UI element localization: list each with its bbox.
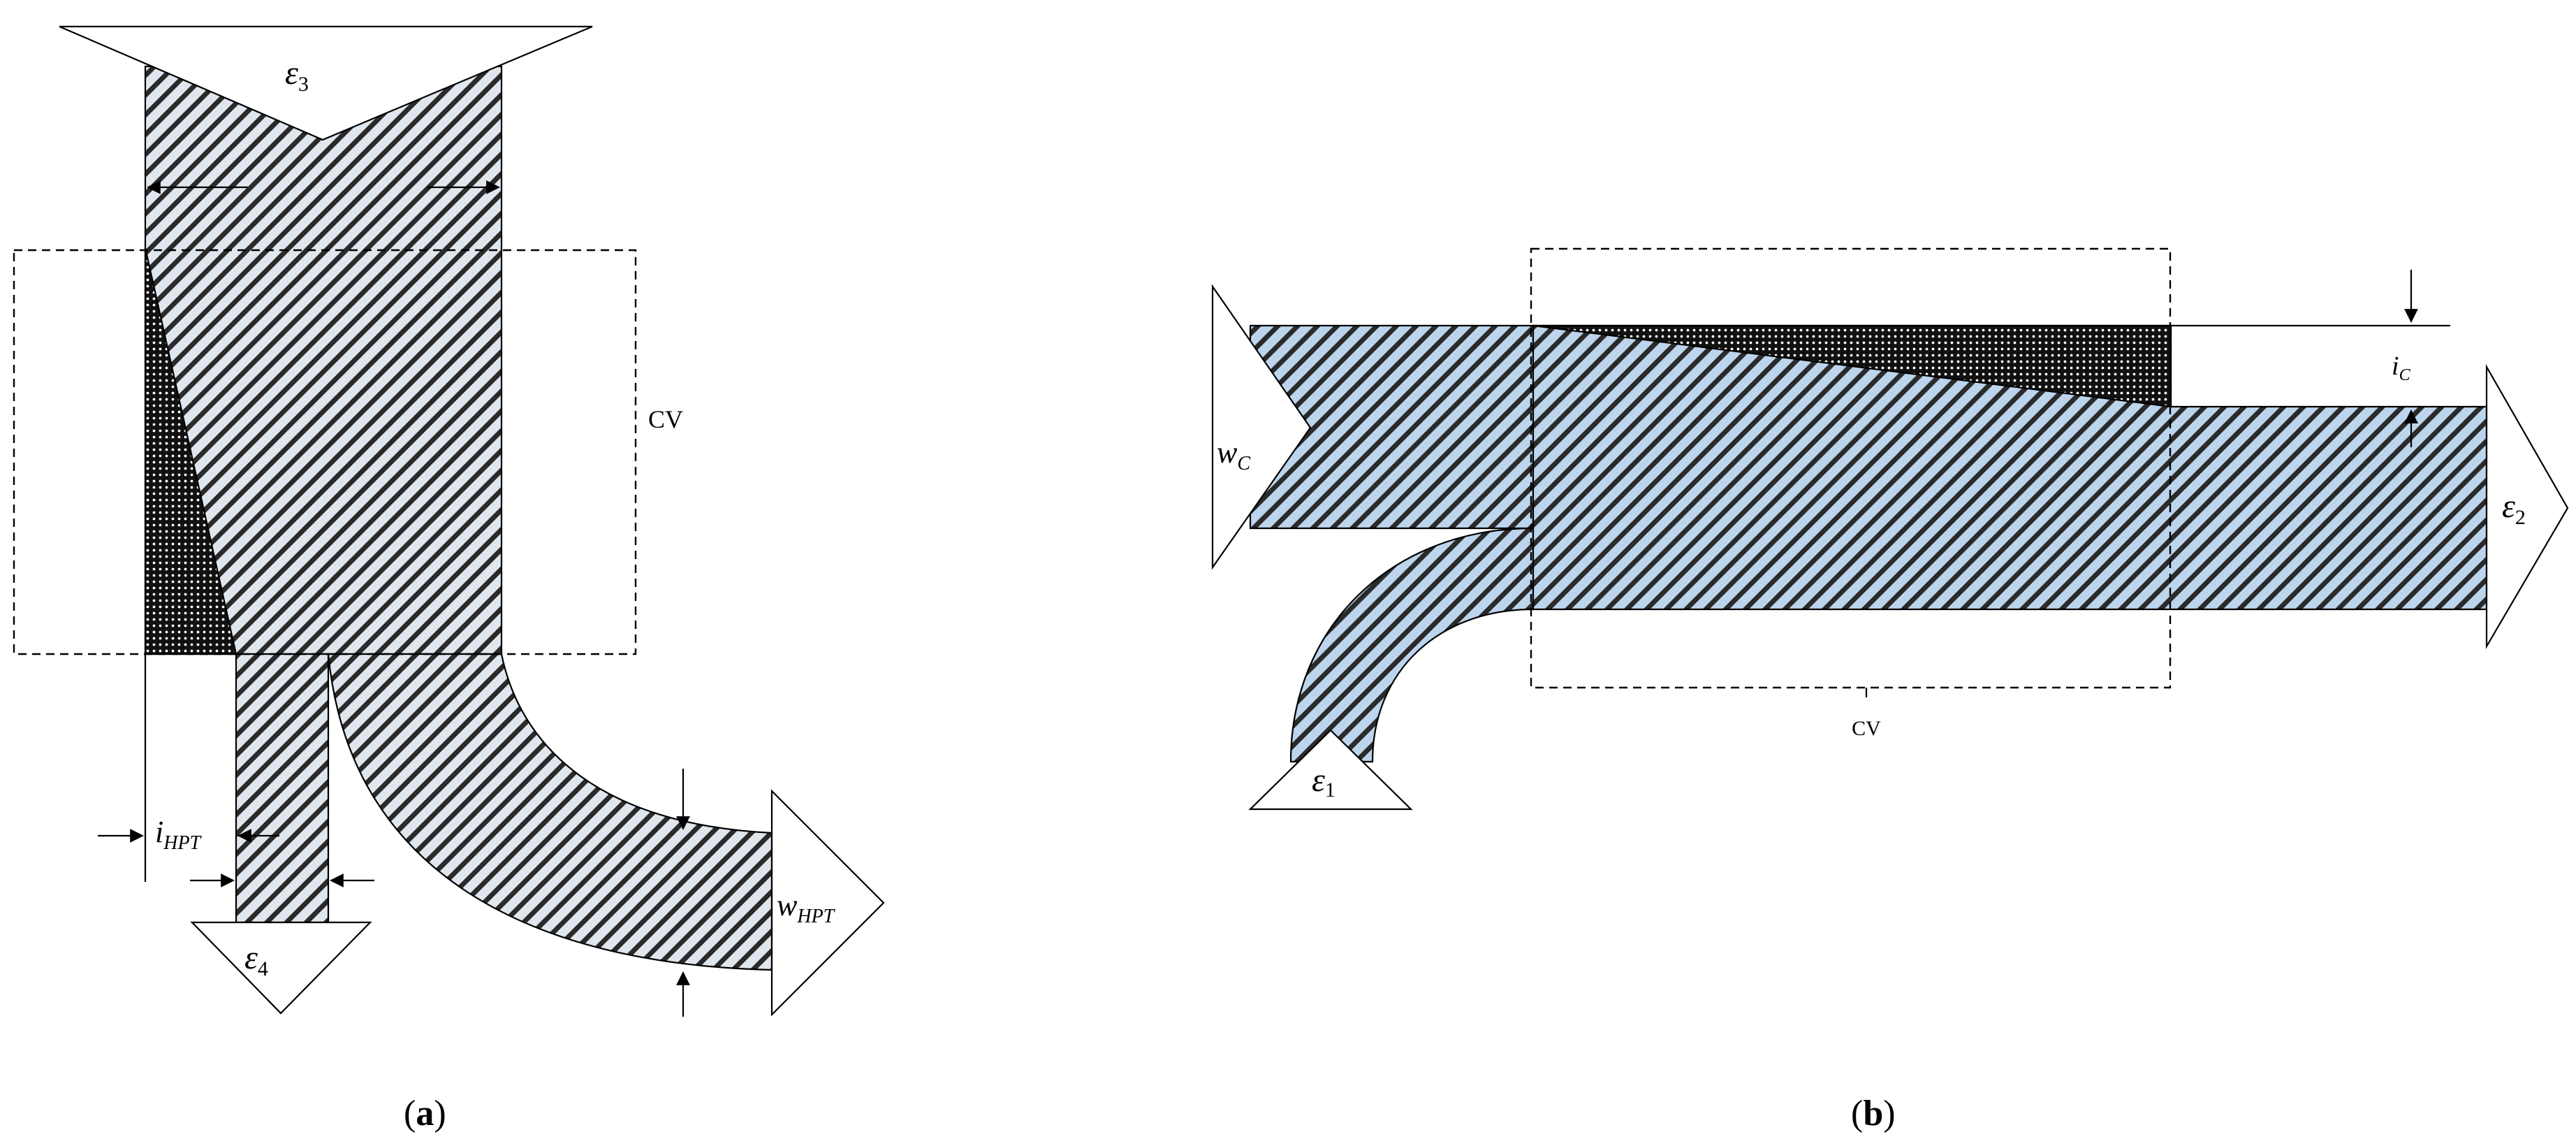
panel-b-epsilon-in-arrow <box>1248 729 1413 811</box>
panel-a-work-symbol: w <box>777 888 798 922</box>
panel-b-epsilon-out-label: ε2 <box>2502 488 2526 529</box>
panel-a-irreversibility-symbol: i <box>155 815 163 849</box>
panel-b-label-close: ) <box>1883 1094 1895 1133</box>
panel-a-label: (a) <box>404 1094 446 1133</box>
panel-b-epsilon-in-branch <box>1289 527 1535 763</box>
panel-a-epsilon-out-subscript: 4 <box>258 957 268 980</box>
panel-b-work-label: wC <box>1217 435 1250 474</box>
panel-b-irreversibility-subscript: C <box>2399 366 2411 384</box>
panel-a-epsilon-out-label: ε4 <box>244 939 268 980</box>
panel-b-epsilon-in-label: ε1 <box>1312 762 1335 802</box>
panel-a-epsilon-out-arrow <box>190 921 372 1015</box>
panel-b-work-subscript: C <box>1237 453 1250 474</box>
panel-a-label-open: ( <box>404 1094 416 1133</box>
panel-b-work-symbol: w <box>1217 435 1238 470</box>
panel-b-epsilon-in-subscript: 1 <box>1325 778 1335 802</box>
panel-b-label-open: ( <box>1851 1094 1863 1133</box>
panel-b-epsilon-out-symbol: ε <box>2502 488 2515 525</box>
panel-a: CV ε3 ε4 wHPT iHPT <box>13 25 885 1133</box>
panel-a-label-letter: a <box>416 1094 434 1133</box>
panel-a-control-volume <box>13 249 637 655</box>
panel-a-epsilon-in-symbol: ε <box>285 55 298 92</box>
panel-b-cv-label: CV <box>1852 717 1881 740</box>
panel-a-work-flow-branch <box>327 653 773 971</box>
panel-a-cv-label: CV <box>648 405 683 433</box>
panel-a-epsilon-in-subscript: 3 <box>298 73 309 96</box>
panel-a-epsilon-in-arrow <box>59 25 593 141</box>
panel-b-epsilon-out-arrow <box>2485 363 2569 650</box>
panel-a-epsilon-out-symbol: ε <box>244 939 258 976</box>
panel-a-epsilon-in-label: ε3 <box>285 55 309 96</box>
panel-a-irreversibility-label: iHPT <box>155 815 203 854</box>
panel-b-control-volume <box>1530 247 2172 689</box>
panel-b-label: (b) <box>1851 1094 1896 1133</box>
panel-b-irreversibility-symbol: i <box>2392 351 2399 381</box>
panel-b-irreversibility-label: iC <box>2392 351 2411 384</box>
panel-b-label-letter: b <box>1863 1094 1883 1133</box>
panel-a-work-label: wHPT <box>777 888 836 927</box>
panel-a-work-subscript: HPT <box>796 906 835 927</box>
panel-a-irreversibility-subscript: HPT <box>163 832 202 854</box>
panel-b-epsilon-in-symbol: ε <box>1312 762 1325 799</box>
panel-b-work-arrow <box>1211 284 1312 570</box>
panel-a-label-close: ) <box>434 1094 446 1133</box>
panel-b-epsilon-out-subscript: 2 <box>2515 506 2526 529</box>
panel-a-exit-flow-branch <box>235 653 330 924</box>
panel-b: CV wC ε1 ε2 iC (b) <box>1211 247 2569 1133</box>
panel-a-work-arrow <box>770 789 885 1017</box>
